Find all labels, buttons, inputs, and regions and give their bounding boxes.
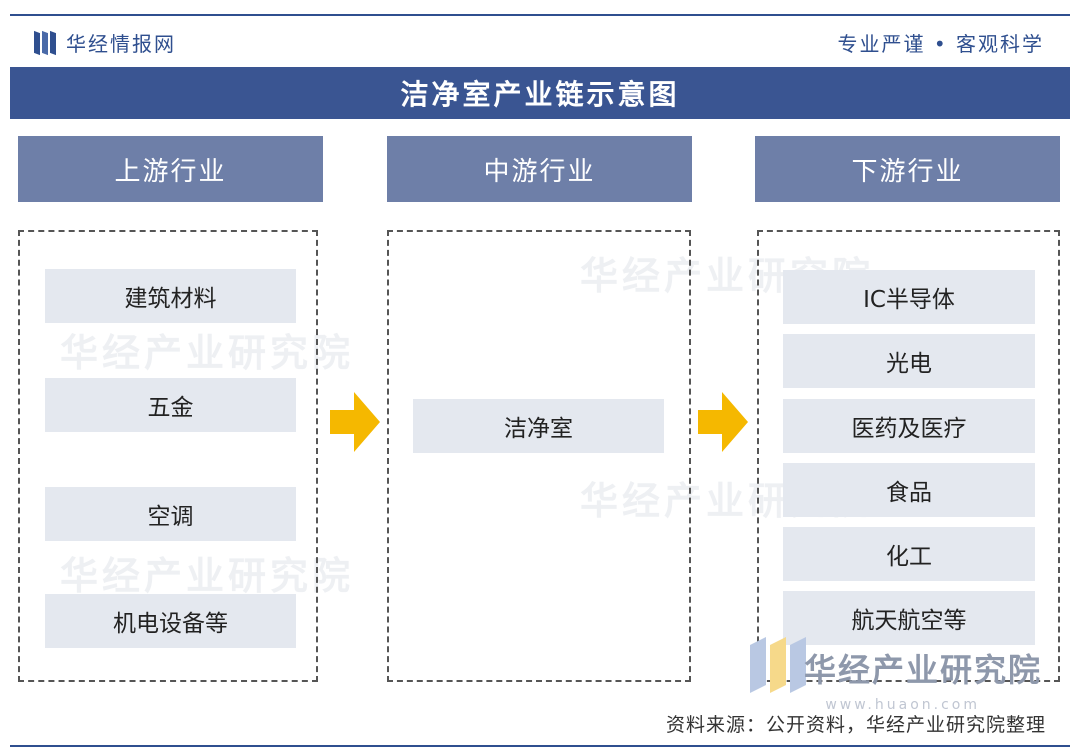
downstream-item: 光电	[783, 334, 1035, 388]
diagram-title: 洁净室产业链示意图	[10, 67, 1070, 119]
downstream-box	[757, 230, 1060, 682]
downstream-item: 航天航空等	[783, 591, 1035, 645]
source-note: 资料来源：公开资料，华经产业研究院整理	[665, 714, 1046, 736]
downstream-item: 食品	[783, 463, 1035, 517]
upstream-item: 五金	[45, 378, 296, 432]
upstream-item: 建筑材料	[45, 269, 296, 323]
right-arrow-icon	[330, 392, 380, 452]
brand-name: 华经情报网	[66, 32, 176, 56]
bottom-border-line	[10, 745, 1070, 747]
slogan: 专业严谨 • 客观科学	[837, 32, 1044, 56]
upstream-box	[18, 230, 318, 682]
upstream-item: 机电设备等	[45, 594, 296, 648]
brand: 华经情报网	[34, 28, 176, 57]
downstream-item: 化工	[783, 527, 1035, 581]
top-border-line	[10, 14, 1070, 16]
upstream-item: 空调	[45, 487, 296, 541]
watermark-logo-icon	[750, 637, 806, 693]
watermark-url: www.huaon.com	[825, 697, 980, 713]
downstream-item: IC半导体	[783, 270, 1035, 324]
midstream-item: 洁净室	[413, 399, 664, 453]
brand-logo-icon	[34, 30, 56, 55]
right-arrow-icon	[698, 392, 748, 452]
midstream-box	[387, 230, 691, 682]
downstream-item: 医药及医疗	[783, 399, 1035, 453]
column-header-midstream: 中游行业	[387, 136, 692, 202]
column-header-upstream: 上游行业	[18, 136, 323, 202]
column-header-downstream: 下游行业	[755, 136, 1060, 202]
watermark-brand: 华经产业研究院	[803, 651, 1042, 689]
